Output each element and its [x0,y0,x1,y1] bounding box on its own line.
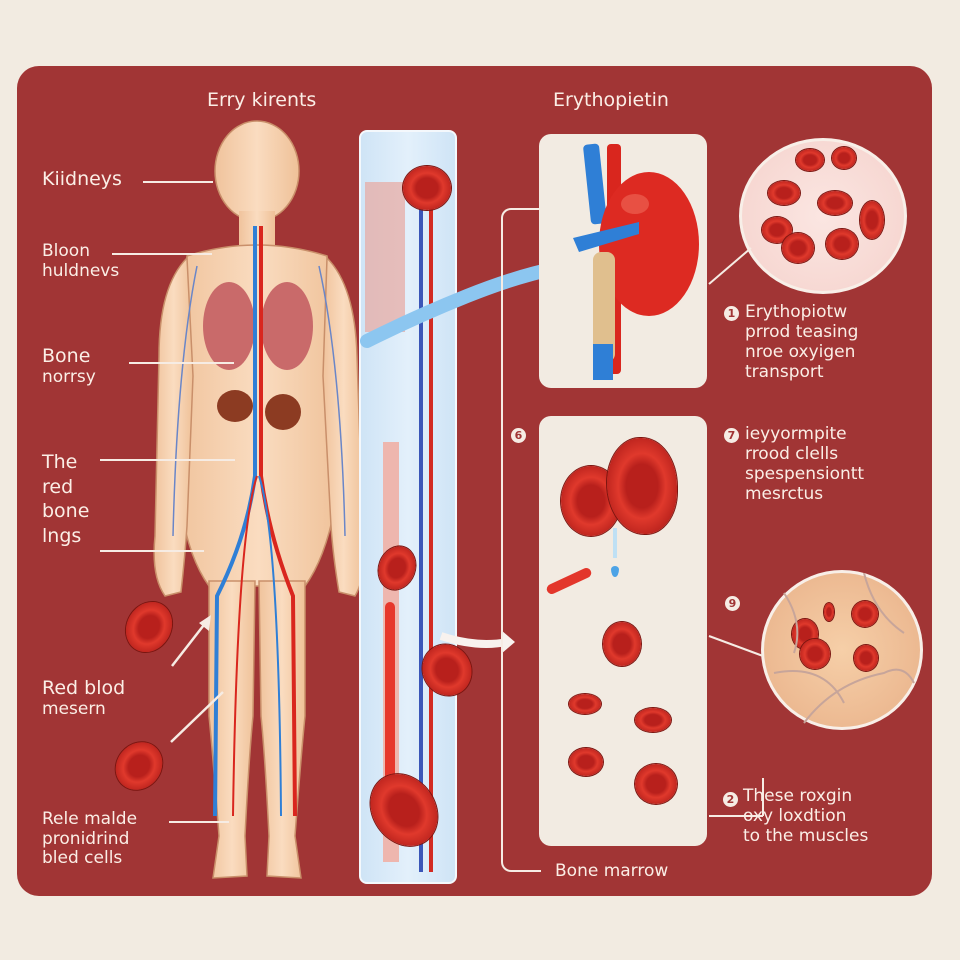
rbc-icon [569,694,601,714]
rbc-icon [603,622,641,666]
rbc-icon [854,645,878,671]
rbc-magnifier-inset [739,138,907,294]
rbc-icon [832,147,856,169]
step-text-2: ieyyormpite rrood clells spespensiontt m… [745,424,865,505]
droplet-icon [611,566,619,577]
rbc-icon [782,233,814,263]
label-the-red-bone: The red bone lngs [42,451,90,548]
rbc-fragment [545,566,593,596]
needle-icon [613,528,617,558]
human-body-illustration [153,120,365,879]
rbc-icon [607,438,677,534]
rbc-icon [824,603,834,621]
arrow-icon [171,615,211,667]
label-bone-norrsy: Bone norrsy [42,345,96,387]
bottom-caption: Bone marrow [555,861,669,881]
step-marker: 7 [724,428,739,443]
vessel-segment [365,182,405,332]
leader-line [143,181,213,183]
leader-line [169,821,229,823]
diagram-panel: Erry kirents Kiidneys Bloon [17,66,932,896]
right-section-title: Erythopietin [553,89,669,111]
kidney-card [539,134,707,388]
step-marker: 6 [511,428,526,443]
label-red-blood: Red blod mesern [42,677,126,719]
leader-line [100,459,235,461]
rbc-icon [768,181,800,205]
leader-line [100,550,204,552]
vessel-segment [385,602,395,832]
rbc-icon [852,601,878,627]
leader-line [170,691,224,743]
step-marker: 1 [724,306,739,321]
step-text-1: Erythopiotw prrod teasing nroe oxyigen t… [745,302,859,383]
rbc-icon [796,149,824,171]
rbc-icon [635,708,671,732]
bone-marrow-magnifier-inset [761,570,923,730]
leader-line [129,362,234,364]
bone-marrow-card [539,416,707,846]
body-section-title: Erry kirents [207,89,317,111]
step-marker: 9 [725,596,740,611]
rbc-icon [800,639,830,669]
artery-line [429,192,433,872]
step-text-5: These roxgin oxy loxdtion to the muscles [743,786,869,847]
label-bloon: Bloon huldnevs [42,241,120,281]
leader-line [708,247,752,285]
rbc-icon [569,748,603,776]
leader-line [708,635,764,817]
rbc-icon [635,764,677,804]
label-rele-malde: Rele malde pronidrind bled cells [42,809,138,869]
blood-vessel-panel [359,130,457,884]
connector-bracket [501,208,541,872]
step-marker: 2 [723,792,738,807]
kidney-icon [573,143,699,380]
label-kidneys: Kiidneys [42,168,122,190]
bone-trabeculae-icon [773,573,915,724]
rbc-icon [818,191,852,215]
rbc-icon [403,166,451,210]
rbc-icon [826,229,858,259]
vein-line [419,172,423,872]
leader-line [112,253,212,255]
rbc-icon [860,201,884,239]
